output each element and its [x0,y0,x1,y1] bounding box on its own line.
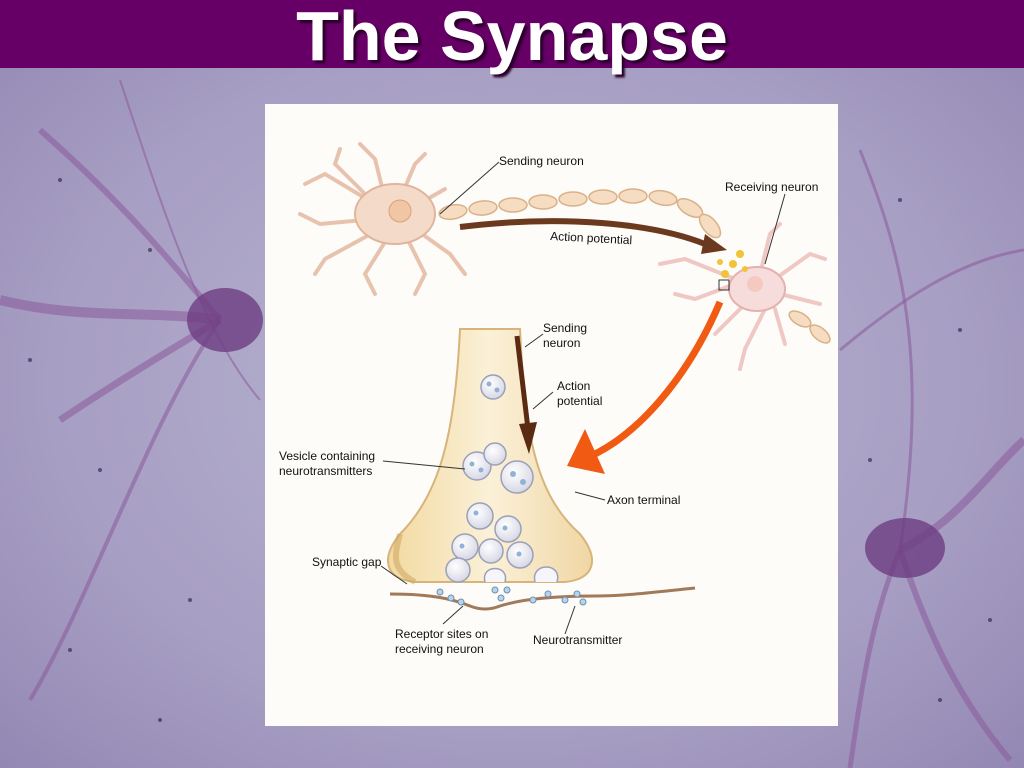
axon-terminal-closeup [387,328,593,585]
label-action-potential-line1: Action [557,379,590,393]
label-axon-terminal: Axon terminal [607,493,680,507]
label-sending-neuron-top: Sending neuron [499,154,584,168]
zoom-marker [718,279,730,291]
action-potential-arrowhead-top [701,234,727,254]
synapse-diagram: Sending neuron Receiving neuron Action p… [279,142,831,656]
title-bar [0,0,1024,68]
label-vesicle-line2: neurotransmitters [279,464,372,478]
label-neurotransmitter: Neurotransmitter [533,633,622,647]
action-potential-arrowhead-terminal [519,422,537,454]
action-potential-arrow-terminal [514,335,531,430]
neurotransmitter-molecules [436,586,587,606]
label-synaptic-gap: Synaptic gap [312,555,382,569]
label-action-potential-line2: potential [557,394,602,408]
label-action-potential-top: Action potential [550,229,633,247]
label-receptor-line2: receiving neuron [395,642,484,656]
receiving-neuron-illustration [658,222,831,371]
synapse-diagram-panel: Sending neuron Receiving neuron Action p… [265,104,838,726]
slide-title: The Synapse [296,0,728,75]
sending-neuron-illustration [298,142,722,296]
leader-lines [380,161,786,635]
label-vesicle-line1: Vesicle containing [279,449,375,463]
label-sending-neuron-line2: neuron [543,336,580,350]
label-sending-neuron-line1: Sending [543,321,587,335]
label-receptor-line1: Receptor sites on [395,627,488,641]
action-potential-arrow-top [459,218,707,247]
zoom-arrowhead [567,429,605,474]
receiving-neuron-membrane [389,586,696,611]
zoom-arrow [593,300,724,458]
label-receiving-neuron: Receiving neuron [725,180,818,194]
